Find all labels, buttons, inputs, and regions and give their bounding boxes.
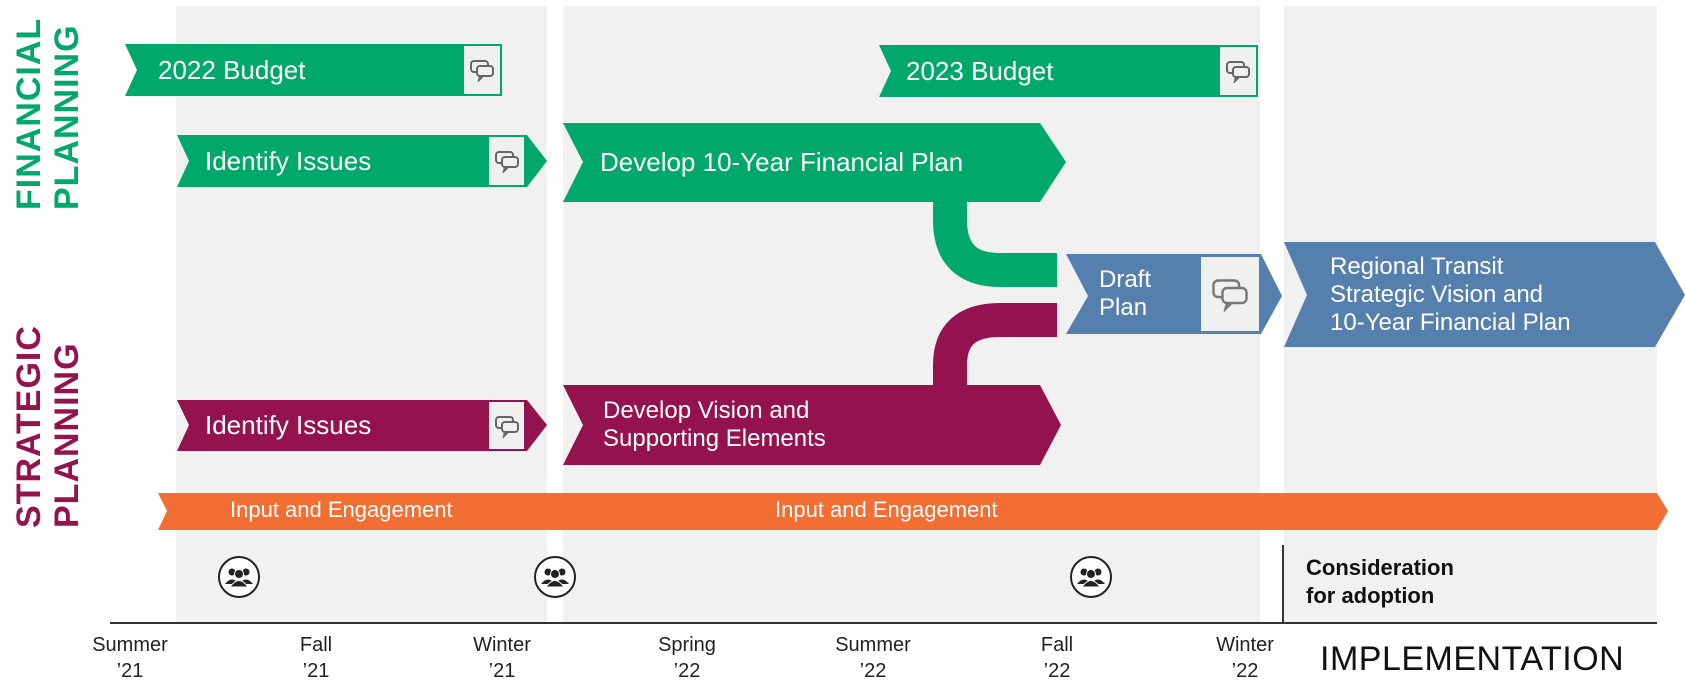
- tick-summer-22: Summer ’22: [813, 632, 933, 684]
- tick-year: ’21: [488, 660, 516, 682]
- chat-bubbles-icon: [1226, 61, 1250, 83]
- tick-fall-21: Fall ’21: [256, 632, 376, 684]
- regional-plan-label: Regional Transit Strategic Vision and 10…: [1330, 242, 1571, 347]
- strategic-to-draft-connector: [933, 303, 1057, 390]
- tick-season: Fall: [1040, 634, 1074, 656]
- tick-winter-22: Winter ’22: [1185, 632, 1305, 684]
- people-group-icon: [218, 556, 260, 598]
- tick-year: ’22: [859, 660, 887, 682]
- consideration-text: Consideration for adoption: [1306, 554, 1454, 610]
- financial-to-draft-connector: [933, 200, 1057, 287]
- strategic-develop-line1: Develop Vision and: [603, 397, 810, 424]
- strategic-identify-text: Identify Issues: [205, 410, 372, 440]
- tick-season: Fall: [299, 634, 333, 656]
- draft-plan-line2: Plan: [1099, 294, 1148, 321]
- regional-plan-text: Regional Transit Strategic Vision and 10…: [1330, 253, 1571, 337]
- financial-identify-chat-box: [489, 137, 524, 185]
- tick-year: ’22: [1231, 660, 1259, 682]
- chat-bubbles-icon: [1212, 279, 1248, 312]
- consideration-line1: Consideration: [1306, 555, 1454, 580]
- budget-2022-text: 2022 Budget: [158, 54, 306, 85]
- strategic-identify-label: Identify Issues: [205, 400, 371, 451]
- implementation-label: IMPLEMENTATION: [1320, 640, 1625, 678]
- budget-2023-bar: [879, 45, 1258, 97]
- tick-year: ’22: [673, 660, 701, 682]
- financial-identify-bar: [177, 135, 547, 187]
- strategic-develop-bar: [563, 385, 1061, 465]
- strategic-identify-bar: [177, 400, 547, 451]
- engagement-label-1: Input and Engagement: [230, 497, 453, 522]
- budget-2022-bar: [125, 44, 502, 96]
- people-group-icon: [1070, 556, 1112, 598]
- strategic-develop-text: Develop Vision and Supporting Elements: [603, 397, 826, 453]
- tick-season: Summer: [92, 634, 168, 656]
- financial-develop-bar: [563, 123, 1066, 202]
- regional-plan-line3: 10-Year Financial Plan: [1330, 308, 1571, 336]
- tick-year: ’22: [1043, 660, 1071, 682]
- tick-season: Winter: [1216, 634, 1274, 656]
- budget-2022-chat-box: [464, 46, 500, 94]
- budget-2022-label: 2022 Budget: [158, 44, 305, 96]
- financial-identify-text: Identify Issues: [205, 145, 372, 176]
- regional-plan-line2: Strategic Vision and: [1330, 280, 1544, 308]
- tick-season: Summer: [835, 634, 911, 656]
- draft-plan-label: Draft Plan: [1099, 254, 1151, 334]
- draft-plan-text: Draft Plan: [1099, 266, 1151, 322]
- consideration-line2: for adoption: [1306, 583, 1435, 608]
- strategic-identify-chat-box: [489, 402, 524, 449]
- draft-plan-chat-box: [1201, 257, 1259, 331]
- chat-bubbles-icon: [494, 415, 519, 438]
- draft-plan-line1: Draft: [1099, 266, 1152, 293]
- tick-season: Spring: [658, 634, 716, 656]
- people-group-icon: [534, 556, 576, 598]
- financial-develop-label: Develop 10-Year Financial Plan: [600, 123, 963, 202]
- engagement-arrow: [158, 493, 1668, 530]
- strategic-develop-line2: Supporting Elements: [603, 425, 826, 452]
- financial-develop-text: Develop 10-Year Financial Plan: [600, 147, 964, 177]
- regional-plan-bar: [1284, 242, 1685, 347]
- chat-bubbles-icon: [494, 151, 519, 173]
- tick-year: ’21: [116, 660, 144, 682]
- tick-spring-22: Spring ’22: [627, 632, 747, 684]
- engagement-label-2: Input and Engagement: [775, 497, 998, 522]
- budget-2023-label: 2023 Budget: [906, 45, 1053, 97]
- tick-winter-21: Winter ’21: [442, 632, 562, 684]
- chat-bubbles-icon: [470, 60, 494, 82]
- tick-fall-22: Fall ’22: [997, 632, 1117, 684]
- regional-plan-line1: Regional Transit: [1330, 252, 1504, 280]
- tick-season: Winter: [473, 634, 531, 656]
- budget-2023-text: 2023 Budget: [906, 55, 1054, 86]
- strategic-develop-label: Develop Vision and Supporting Elements: [603, 385, 826, 465]
- financial-identify-label: Identify Issues: [205, 135, 371, 187]
- tick-summer-21: Summer ’21: [70, 632, 190, 684]
- budget-2023-chat-box: [1220, 47, 1256, 95]
- tick-year: ’21: [302, 660, 330, 682]
